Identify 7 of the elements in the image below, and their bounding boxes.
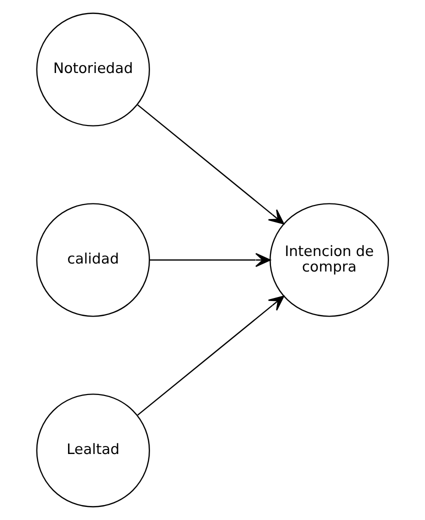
node-circle: Lealtad xyxy=(36,394,150,508)
arrow xyxy=(137,104,284,224)
arrow xyxy=(137,296,284,416)
node-circle: Notoriedad xyxy=(36,12,150,126)
arrow xyxy=(150,252,271,268)
node-circle: calidad xyxy=(36,203,150,317)
node-circle: Intencion de compra xyxy=(270,203,390,317)
